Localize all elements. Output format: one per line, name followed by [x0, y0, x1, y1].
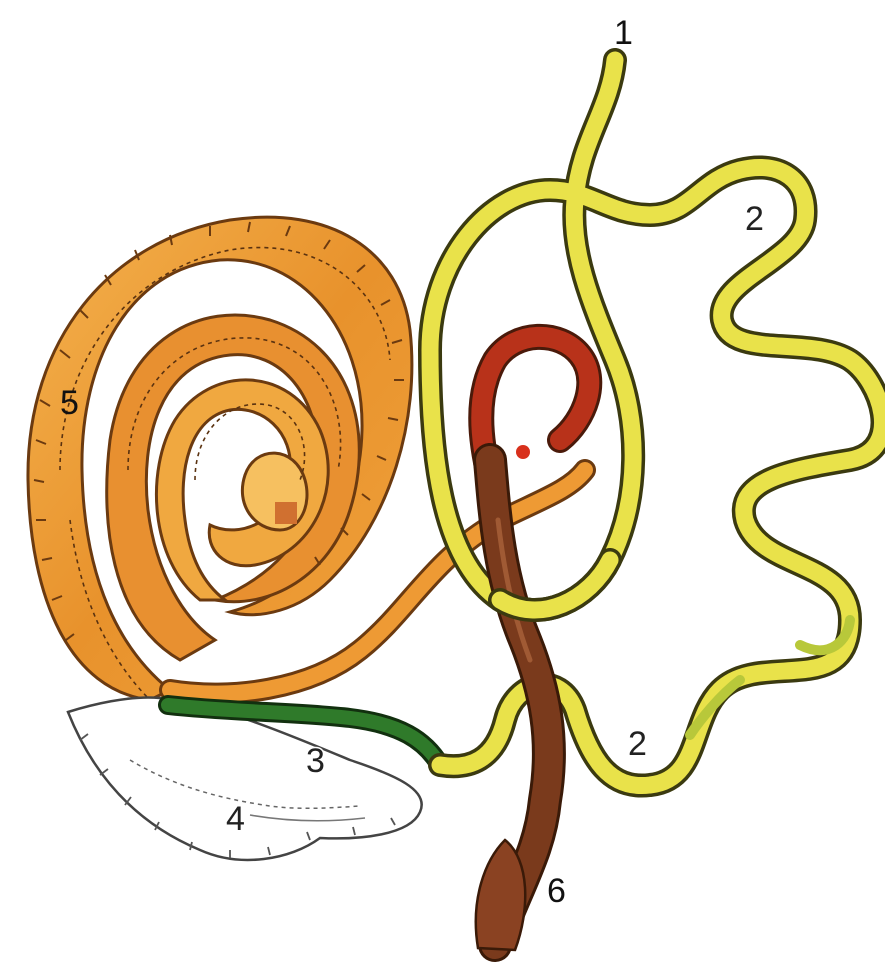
spiral-center-mark — [275, 502, 297, 524]
brown-tube — [476, 337, 589, 950]
brown-tube-flare — [476, 840, 525, 950]
label-3: 3 — [306, 742, 325, 780]
label-6: 6 — [547, 872, 566, 910]
red-dot-marker — [516, 445, 530, 459]
spiral-center-curl — [242, 453, 307, 530]
orange-spiral-coil — [28, 217, 412, 700]
yellow-wavy-tube — [430, 60, 883, 786]
label-2-lower: 2 — [628, 725, 647, 763]
yellow-tube-outline — [430, 60, 883, 786]
label-1: 1 — [614, 14, 633, 52]
label-4: 4 — [226, 800, 245, 838]
label-2-upper: 2 — [745, 200, 764, 238]
label-5: 5 — [60, 384, 79, 422]
